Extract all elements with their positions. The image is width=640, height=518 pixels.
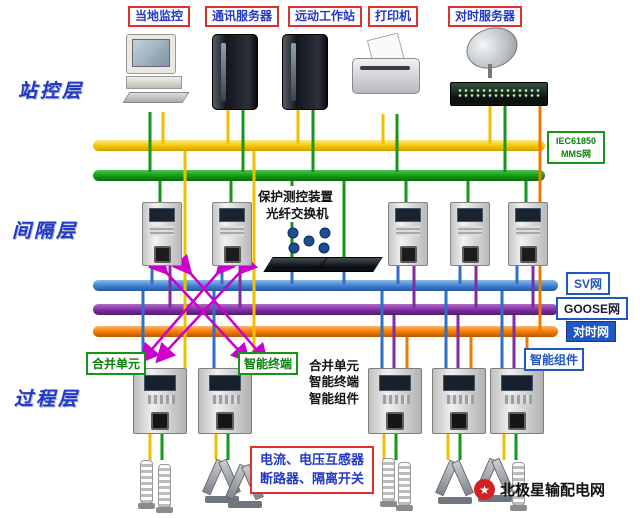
mms-network-label: IEC61850 MMS网 bbox=[547, 131, 605, 165]
circuit-breaker-icon bbox=[228, 462, 262, 508]
center-line-1: 合并单元 bbox=[309, 359, 360, 373]
mms-label-line-1: IEC61850 bbox=[555, 136, 597, 146]
switch-ports-icon bbox=[457, 88, 541, 98]
monitor-icon bbox=[126, 34, 176, 74]
mms-bus-b bbox=[93, 170, 545, 181]
label-printer: 打印机 bbox=[368, 6, 419, 27]
bay-ied-4 bbox=[450, 202, 490, 266]
primary-equipment-label: 电流、电压互感器 断路器、隔离开关 bbox=[250, 446, 375, 494]
sv-bus bbox=[93, 280, 558, 291]
keyboard-icon bbox=[122, 92, 190, 103]
disconnect-switch-icon bbox=[478, 456, 512, 502]
label-remote-workstation: 远动工作站 bbox=[288, 6, 363, 27]
smart-component-label: 智能组件 bbox=[524, 348, 585, 371]
voltage-transformer-icon bbox=[156, 464, 173, 513]
goose-bus bbox=[93, 304, 558, 315]
center-line-2: 智能终端 bbox=[309, 375, 360, 390]
timing-bus bbox=[93, 326, 558, 337]
sv-network-label: SV网 bbox=[566, 272, 611, 295]
label-local-monitoring: 当地监控 bbox=[128, 6, 191, 27]
circuit-breaker-icon bbox=[205, 457, 239, 503]
process-cabinet-4 bbox=[432, 368, 486, 434]
voltage-transformer-icon bbox=[396, 462, 413, 511]
timing-network-label: 对时网 bbox=[566, 321, 617, 342]
disconnect-switch-icon bbox=[438, 458, 472, 504]
printer-device bbox=[352, 32, 420, 96]
mms-label-line-2: MMS网 bbox=[561, 148, 591, 159]
goose-network-label: GOOSE网 bbox=[556, 297, 629, 320]
satellite-dish-icon bbox=[461, 20, 523, 78]
label-time-server: 对时服务器 bbox=[448, 6, 523, 27]
label-comm-server: 通讯服务器 bbox=[205, 6, 280, 27]
fiber-switch-label: 光纤交换机 bbox=[264, 203, 331, 222]
primary-label-line-2: 断路器、隔离开关 bbox=[260, 470, 365, 486]
process-cabinet-3 bbox=[368, 368, 422, 434]
system-unit-icon bbox=[126, 76, 182, 89]
bay-ied-5 bbox=[508, 202, 548, 266]
brand-logo-icon: ★ bbox=[474, 479, 495, 500]
voltage-transformer-icon bbox=[380, 458, 397, 507]
voltage-transformer-icon bbox=[138, 460, 155, 509]
bay-ied-1 bbox=[142, 202, 182, 266]
protection-device-label: 保护测控装置 bbox=[256, 186, 336, 205]
process-cabinet-5 bbox=[490, 368, 544, 434]
comm-server-tower bbox=[212, 34, 258, 110]
process-cabinet-1 bbox=[133, 368, 187, 434]
voltage-transformer-icon bbox=[510, 462, 527, 511]
local-monitoring-computer bbox=[122, 34, 190, 103]
bay-ied-2 bbox=[212, 202, 252, 266]
center-line-3: 智能组件 bbox=[309, 391, 360, 406]
remote-workstation-tower bbox=[282, 34, 328, 110]
time-sync-rack-switch bbox=[450, 82, 548, 106]
process-center-label: 合并单元 智能终端 智能组件 bbox=[306, 358, 363, 407]
watermark-text: 北极星输配电网 bbox=[500, 482, 606, 499]
mms-bus-a bbox=[93, 140, 545, 151]
primary-label-line-1: 电流、电压互感器 bbox=[260, 452, 365, 467]
printer-body-icon bbox=[352, 58, 420, 94]
watermark: ★ 北极星输配电网 bbox=[474, 479, 605, 500]
layer-label-process: 过程层 bbox=[14, 389, 81, 410]
bay-ied-3 bbox=[388, 202, 428, 266]
merging-unit-label: 合并单元 bbox=[86, 352, 147, 375]
process-cabinet-2 bbox=[198, 368, 252, 434]
smart-terminal-label: 智能终端 bbox=[238, 352, 299, 375]
layer-label-bay: 间隔层 bbox=[12, 221, 79, 242]
fiber-switch-2 bbox=[317, 257, 383, 272]
layer-label-station: 站控层 bbox=[18, 81, 85, 102]
